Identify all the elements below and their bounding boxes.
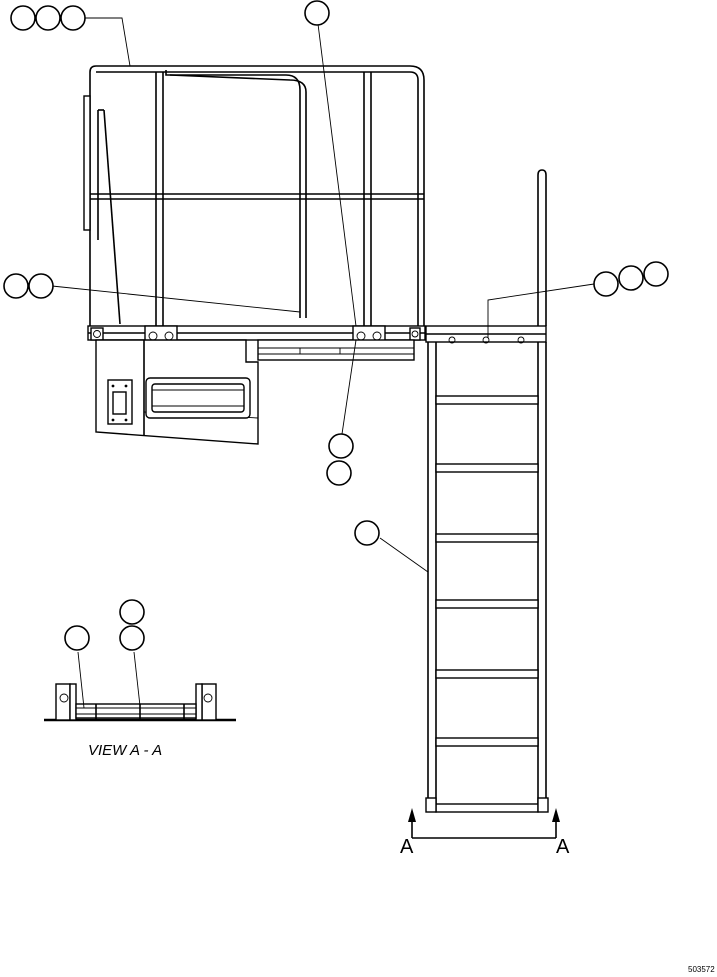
leader-lines	[51, 17, 595, 709]
ladder-assembly	[425, 169, 549, 813]
callout-bubble	[119, 625, 145, 651]
view-a-a-detail: VIEW A - A	[44, 683, 236, 759]
callout-bubble	[35, 5, 61, 31]
callout-bubble	[60, 5, 86, 31]
section-label-left: A	[400, 836, 414, 858]
callout-bubble	[618, 265, 644, 291]
section-label-right: A	[556, 836, 570, 858]
section-marker: A A	[400, 808, 570, 858]
callout-bubble	[119, 599, 145, 625]
handrail-assembly	[83, 65, 425, 330]
callout-bubble	[28, 273, 54, 299]
callout-bubble	[354, 520, 380, 546]
callout-bubble	[643, 261, 669, 287]
callout-bubble	[10, 5, 36, 31]
callout-bubble	[3, 273, 29, 299]
drawing-number: 503572	[688, 965, 715, 974]
step-housing	[95, 339, 259, 445]
callout-bubble	[328, 433, 354, 459]
view-title: VIEW A - A	[88, 742, 162, 759]
callout-bubbles	[3, 0, 669, 651]
callout-bubble	[64, 625, 90, 651]
callout-bubble	[593, 271, 619, 297]
callout-bubble	[304, 0, 330, 26]
callout-bubble	[326, 460, 352, 486]
